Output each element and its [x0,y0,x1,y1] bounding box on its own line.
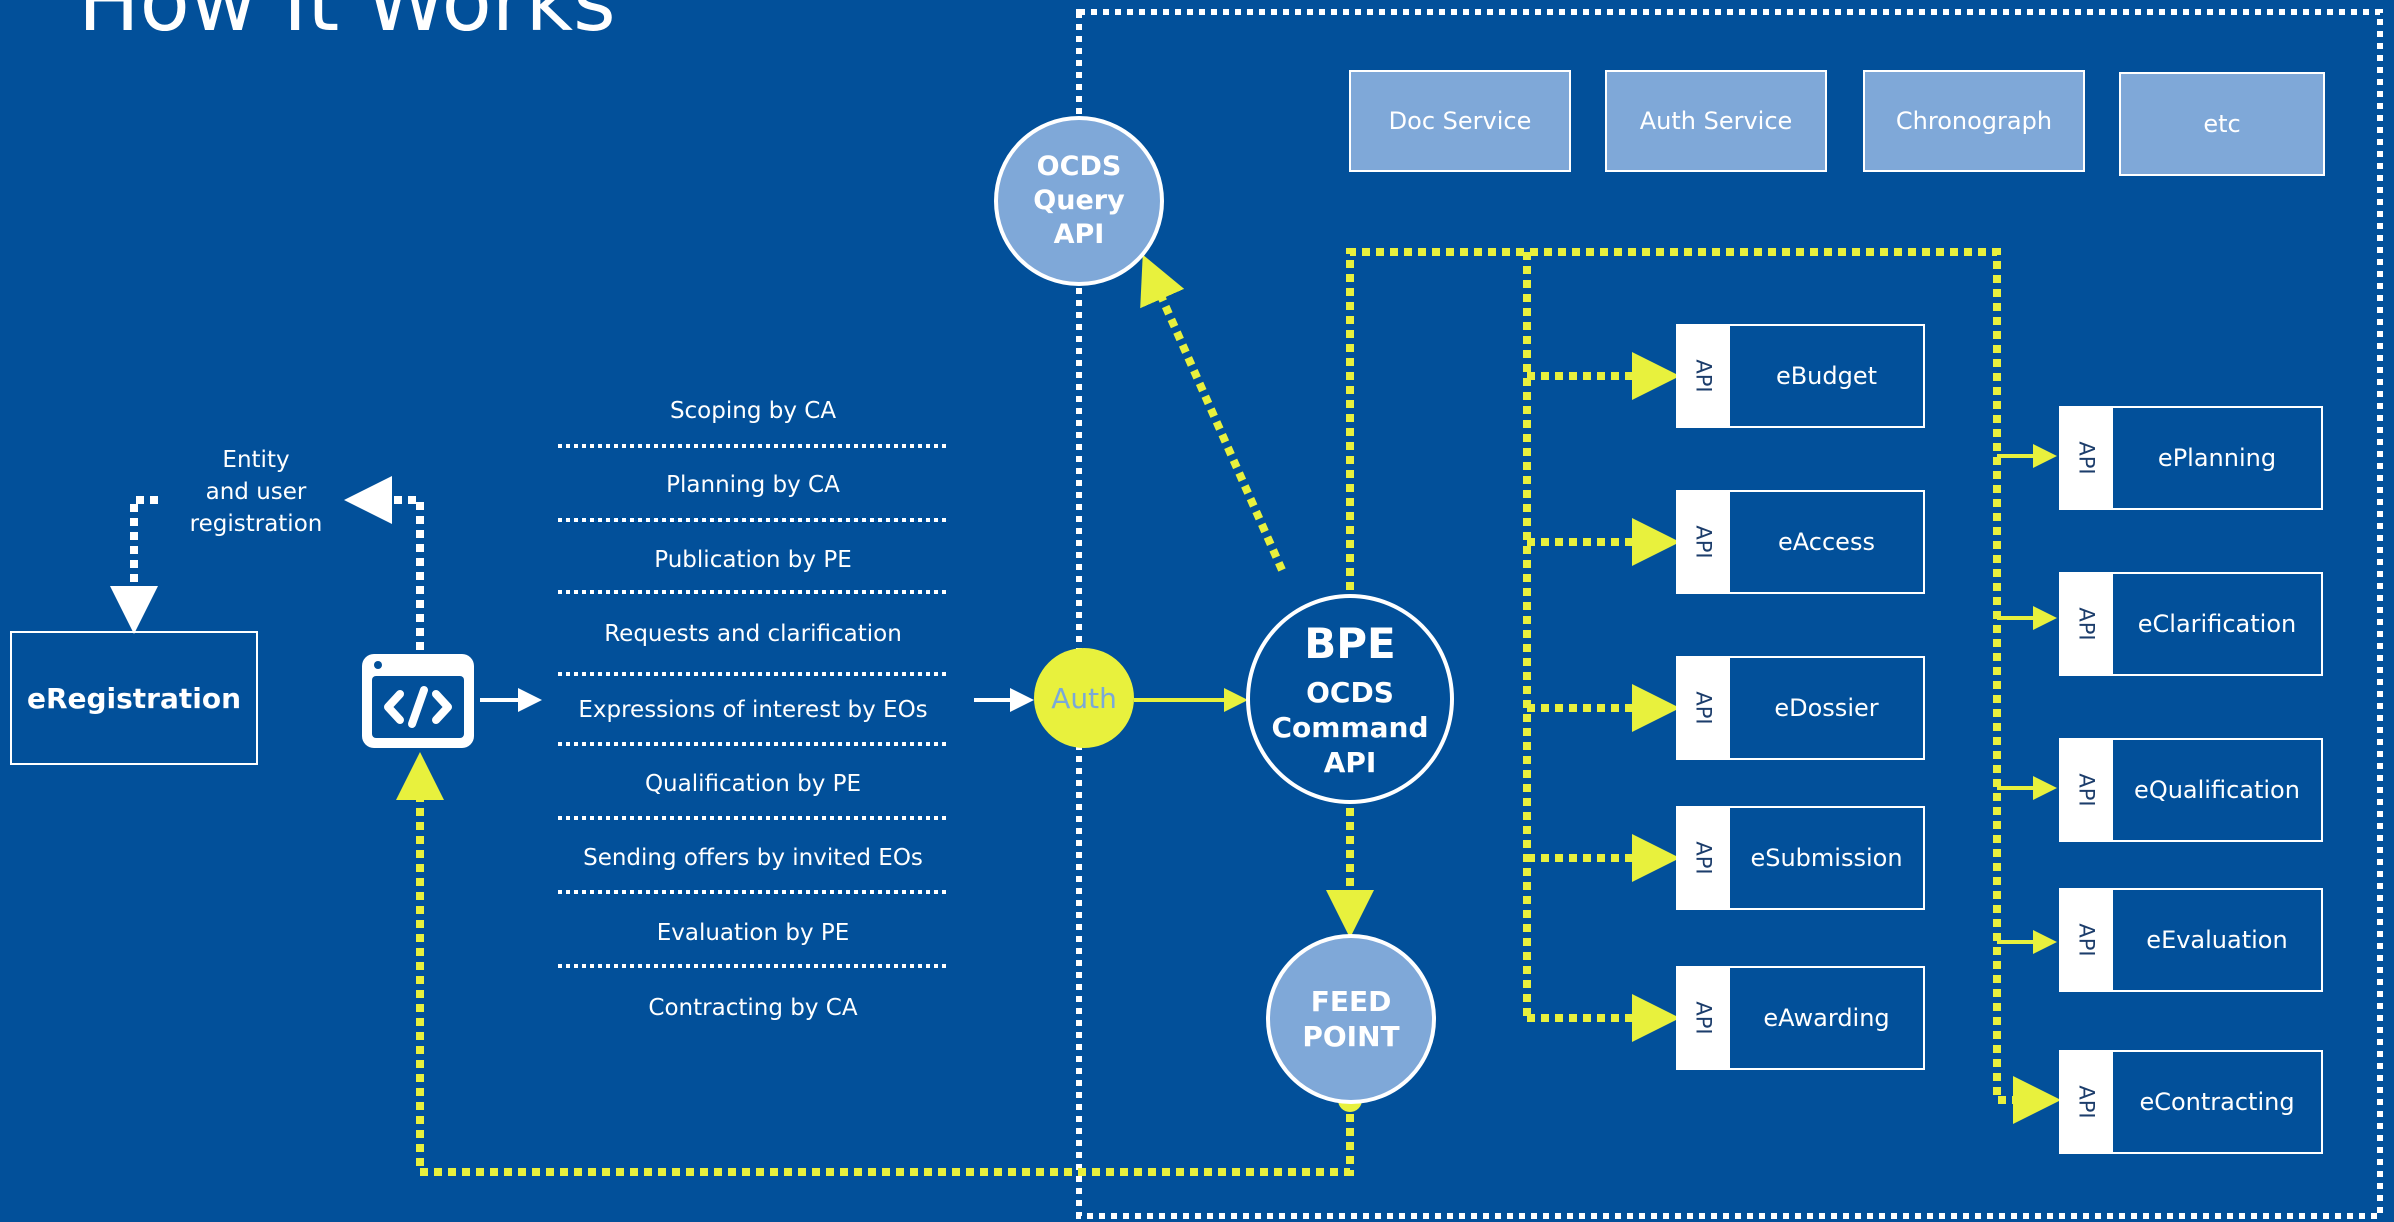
module-edossier: API eDossier [1676,656,1925,760]
bpe-node: BPE OCDS Command API [1246,594,1454,804]
chronograph-box: Chronograph [1863,70,2085,172]
api-tag: API [1678,808,1730,908]
etc-box: etc [2119,72,2325,176]
api-tag: API [2061,574,2113,674]
step-label: Publication by PE [654,547,852,573]
query-api-label-2: Query [1033,185,1125,217]
query-api-label-3: API [1053,218,1105,250]
step-label: Sending offers by invited EOs [583,845,923,871]
api-tag: API [2061,740,2113,840]
module-eplanning: API ePlanning [2059,406,2323,510]
platform-frame [1076,9,2383,1219]
step-label: Planning by CA [666,472,840,498]
step-label: Scoping by CA [669,398,837,424]
module-ebudget: API eBudget [1676,324,1925,428]
entity-reg-line-1: Entity [222,447,290,473]
module-eawarding: API eAwarding [1676,966,1925,1070]
step-label: Expressions of interest by EOs [578,697,928,723]
feed-point-node: FEED POINT [1266,934,1436,1104]
module-label: eQualification [2134,776,2300,804]
api-tag: API [1678,326,1730,426]
api-tag: API [2061,408,2113,508]
auth-service-box: Auth Service [1605,70,1827,172]
step-label: Qualification by PE [644,771,862,797]
api-tag: API [1678,968,1730,1068]
module-label: ePlanning [2157,444,2277,472]
module-label: eEvaluation [2146,926,2288,954]
entity-reg-line-2: and user [205,479,307,505]
bpe-label-1: OCDS [1306,675,1394,709]
api-tag: API [1678,492,1730,592]
code-window-icon [362,654,474,748]
entity-reg-line-3: registration [189,511,323,537]
feed-point-label-1: FEED [1310,985,1392,1018]
module-eclarification: API eClarification [2059,572,2323,676]
module-equalification: API eQualification [2059,738,2323,842]
bpe-label-3: API [1323,745,1377,779]
entity-registration-label: Entity and user registration [176,444,336,540]
api-tag: API [1678,658,1730,758]
query-api-label-1: OCDS [1036,151,1122,183]
module-label: eBudget [1775,362,1878,390]
eregistration-box: eRegistration [10,631,258,765]
module-label: eDossier [1774,694,1879,722]
module-esubmission: API eSubmission [1676,806,1925,910]
auth-node: Auth [1034,648,1134,748]
feed-point-label-2: POINT [1302,1020,1400,1053]
module-eevaluation: API eEvaluation [2059,888,2323,992]
step-label: Contracting by CA [648,995,858,1021]
api-tag: API [2061,890,2113,990]
module-eaccess: API eAccess [1676,490,1925,594]
step-separators [558,444,948,968]
module-label: eSubmission [1750,844,1903,872]
api-tag: API [2061,1052,2113,1152]
step-label: Evaluation by PE [656,920,850,946]
doc-service-box: Doc Service [1349,70,1571,172]
module-label: eClarification [2137,610,2297,638]
module-label: eAccess [1778,528,1875,556]
module-label: eContracting [2139,1088,2295,1116]
module-econtracting: API eContracting [2059,1050,2323,1154]
module-label: eAwarding [1763,1004,1890,1032]
bpe-title: BPE [1304,619,1396,669]
bpe-label-2: Command [1271,710,1429,744]
page-title: How It Works [78,0,616,50]
step-label: Requests and clarification [604,621,902,647]
query-api-node: OCDS Query API [994,116,1164,286]
